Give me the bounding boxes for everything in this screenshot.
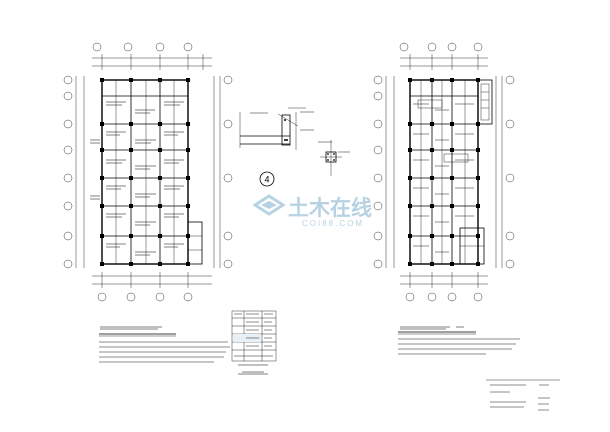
watermark-text: 土木在线 bbox=[288, 196, 372, 220]
level-table bbox=[231, 310, 277, 375]
right-structural-plan bbox=[373, 42, 515, 302]
left-plan-top-dimensions bbox=[92, 54, 212, 70]
right-plan-bottom-dimensions bbox=[400, 272, 488, 302]
left-plan-bottom-dimensions bbox=[92, 272, 212, 302]
watermark-logo-icon bbox=[252, 194, 286, 216]
left-plan-title-block bbox=[99, 326, 230, 363]
sheet-title-block bbox=[486, 379, 560, 411]
column-section-detail bbox=[318, 140, 350, 176]
left-structural-plan bbox=[63, 42, 233, 302]
right-plan-top-dimensions bbox=[399, 42, 488, 70]
section-detail-4: 4 bbox=[239, 107, 314, 187]
left-plan-top-axis-bubbles bbox=[92, 42, 193, 52]
right-plan-title-block bbox=[398, 326, 520, 355]
detail-marker-circle bbox=[259, 171, 275, 187]
right-plan-side-axis-bubbles bbox=[373, 75, 515, 269]
detail-marker-number: 4 bbox=[264, 175, 269, 185]
left-plan-grid bbox=[90, 78, 203, 266]
right-plan-grid bbox=[408, 78, 493, 266]
watermark-subtext: COI88.COM bbox=[302, 219, 364, 228]
watermark: 土木在线 COI88.COM bbox=[252, 194, 372, 228]
left-plan-side-axis-bubbles bbox=[63, 75, 233, 269]
